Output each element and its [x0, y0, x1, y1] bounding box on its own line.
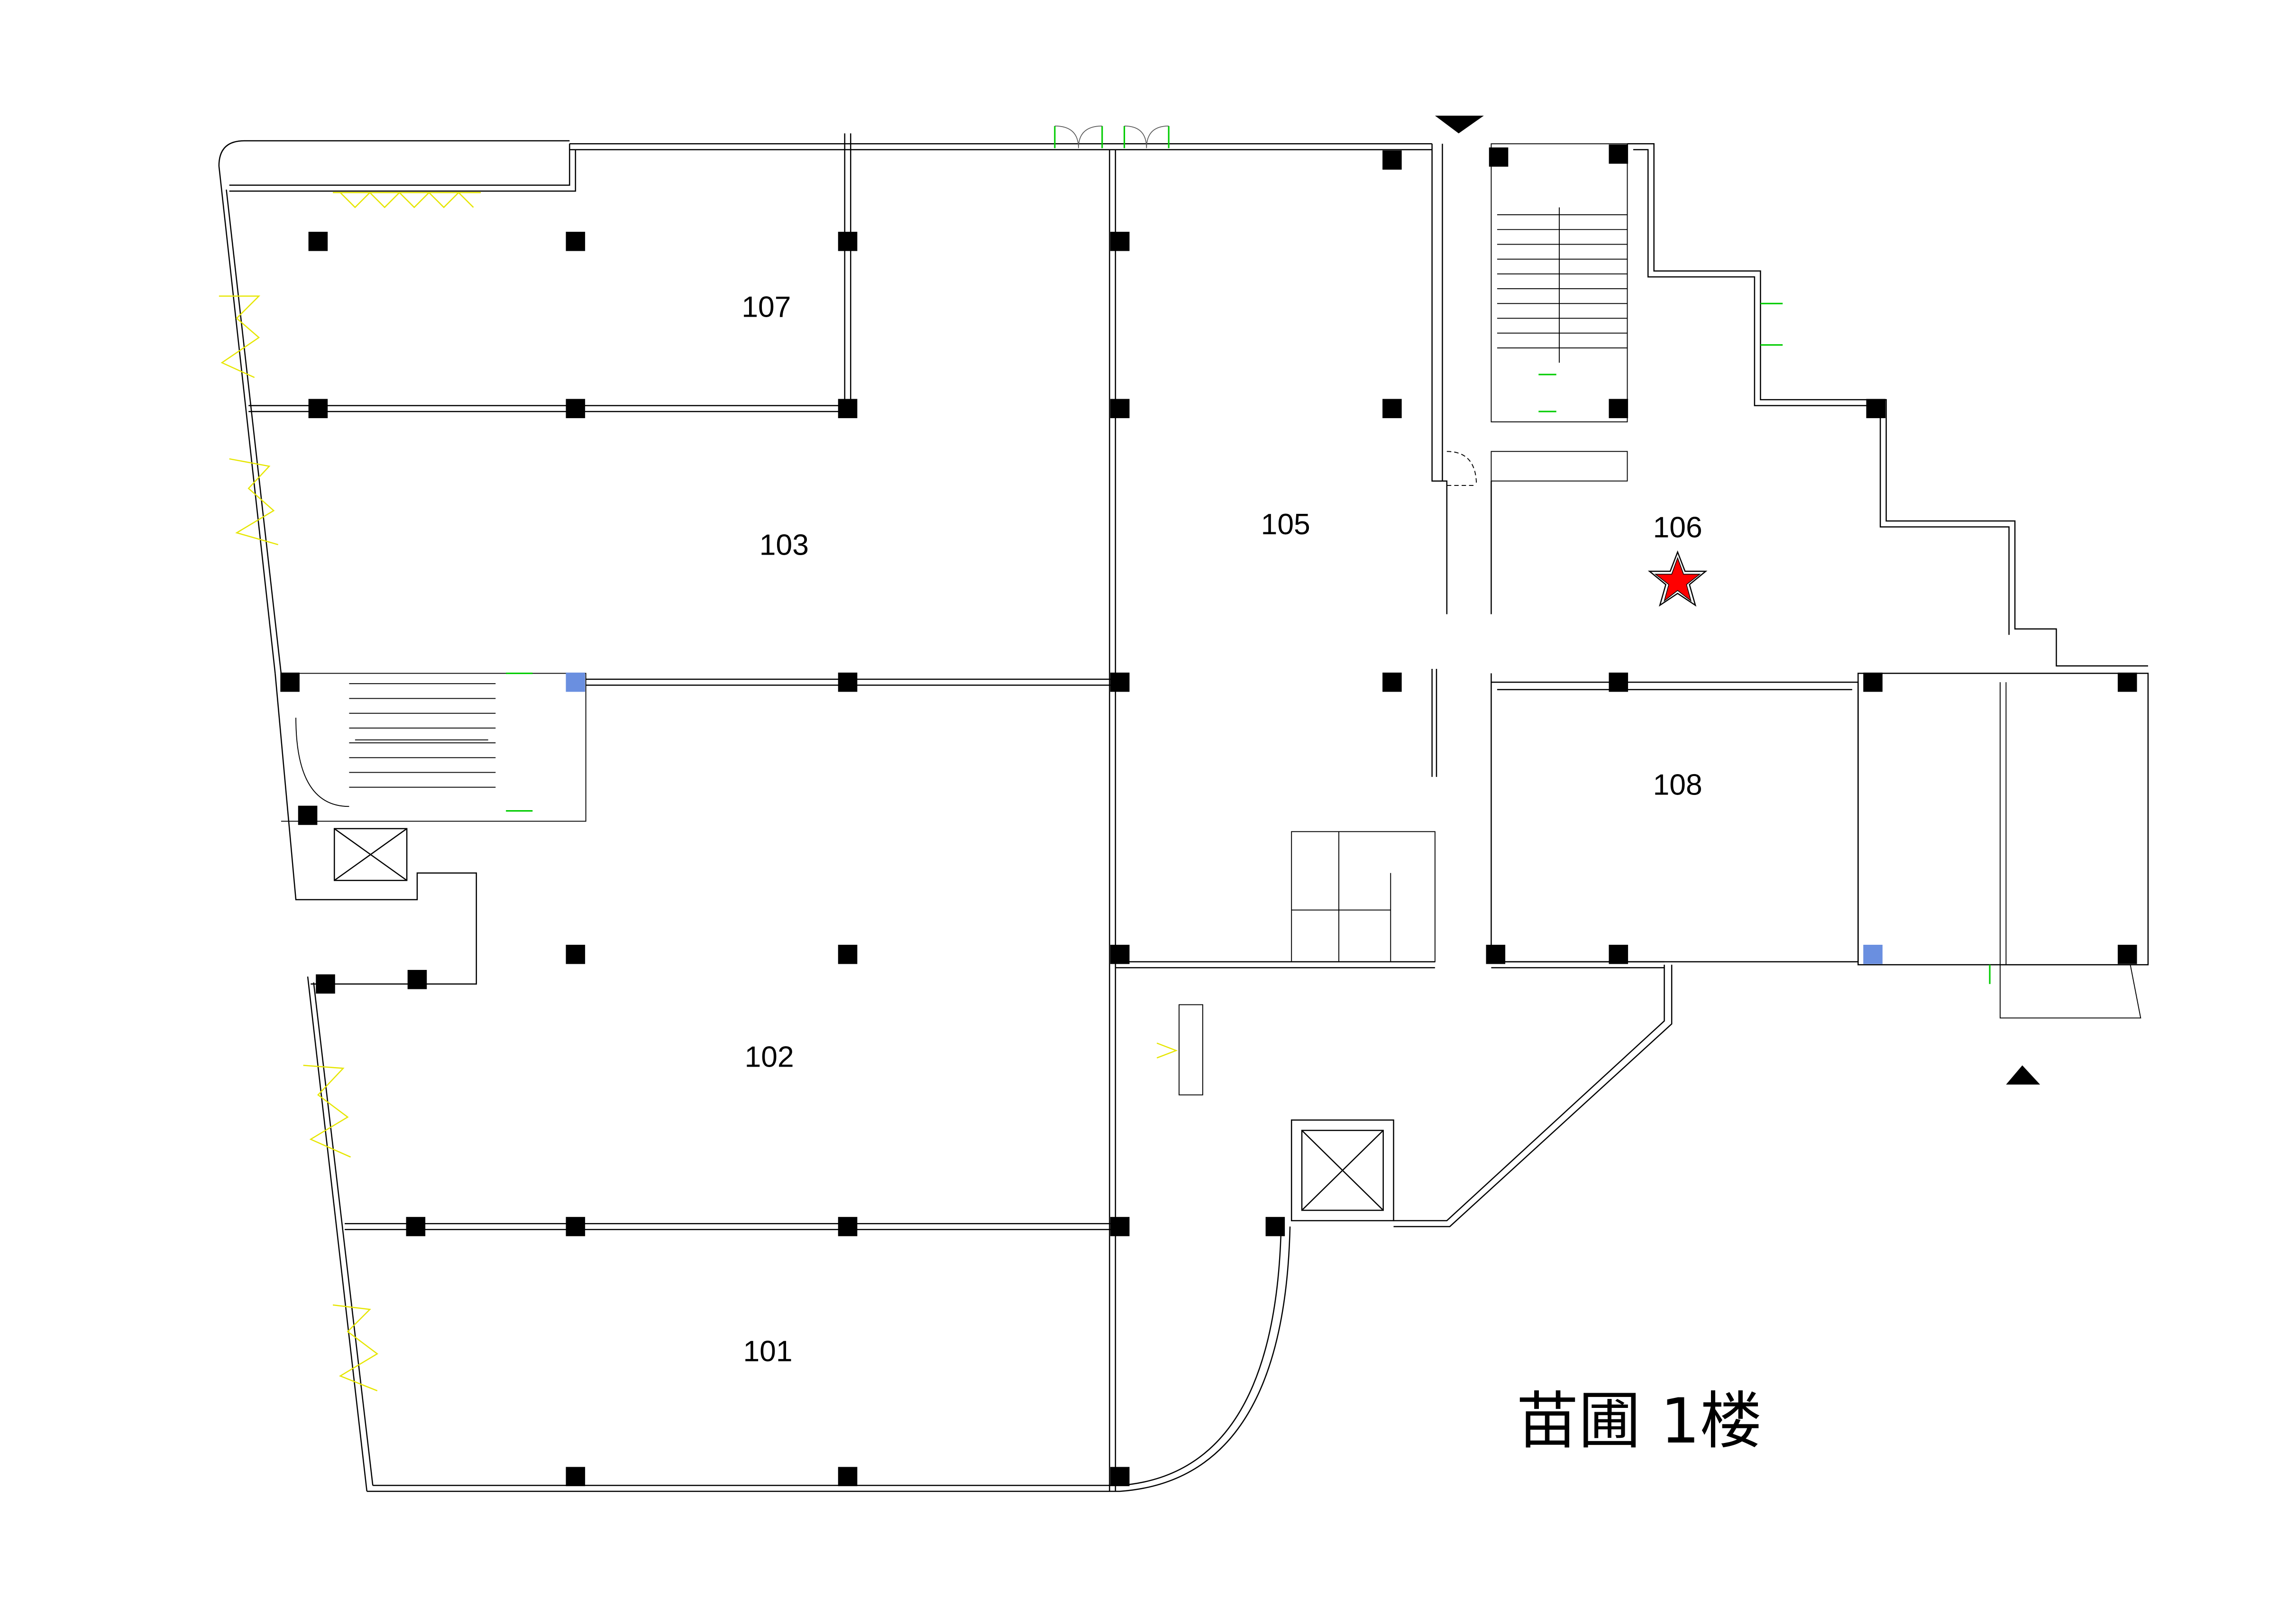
column [1110, 672, 1130, 692]
room-label-101: 101 [743, 1335, 792, 1368]
column [1609, 144, 1628, 164]
entrance-arrow-top-icon [1435, 115, 1484, 134]
columns [280, 144, 2137, 1487]
room-label-107: 107 [741, 291, 791, 323]
column [298, 805, 318, 825]
entrance-markers [1435, 115, 2040, 1085]
column [1110, 1217, 1130, 1236]
star-icon [1647, 550, 1708, 607]
entrance-arrow-bottom-icon [2006, 1065, 2040, 1085]
column [838, 1467, 858, 1487]
column [1609, 399, 1628, 419]
room-label-102: 102 [745, 1041, 794, 1073]
highlighted-column [1863, 945, 1883, 964]
column [1110, 231, 1130, 251]
column [407, 970, 427, 989]
column [406, 1217, 426, 1236]
column [838, 399, 858, 419]
column [1486, 945, 1506, 964]
column [1265, 1217, 1285, 1236]
windows [219, 192, 1178, 1391]
column [1110, 1467, 1130, 1487]
highlighted-column [566, 672, 585, 692]
column [1382, 672, 1402, 692]
room-label-106: 106 [1653, 511, 1702, 544]
column [1863, 672, 1883, 692]
column [2117, 672, 2137, 692]
room-label-105: 105 [1261, 508, 1310, 541]
column [1110, 399, 1130, 419]
column [838, 1217, 858, 1236]
column [566, 399, 585, 419]
column [316, 974, 335, 994]
plan-title: 苗圃 1楼 [1517, 1385, 1762, 1457]
column [838, 672, 858, 692]
room-label-103: 103 [759, 529, 809, 562]
walls [218, 133, 2149, 1492]
column [1866, 399, 1886, 419]
column [2117, 945, 2137, 964]
column [1609, 945, 1628, 964]
column [566, 1217, 585, 1236]
column [838, 231, 858, 251]
column [1110, 945, 1130, 964]
column [838, 945, 858, 964]
column [1382, 150, 1402, 170]
column [308, 399, 328, 419]
column [308, 231, 328, 251]
column [566, 231, 585, 251]
doors [506, 126, 1991, 984]
column [1382, 399, 1402, 419]
column [566, 945, 585, 964]
column [566, 1467, 585, 1487]
room-labels: 107 103 105 106 108 102 101 [741, 291, 1702, 1368]
column [280, 672, 300, 692]
room-label-108: 108 [1653, 768, 1702, 801]
column [1609, 672, 1628, 692]
column [1489, 147, 1509, 167]
